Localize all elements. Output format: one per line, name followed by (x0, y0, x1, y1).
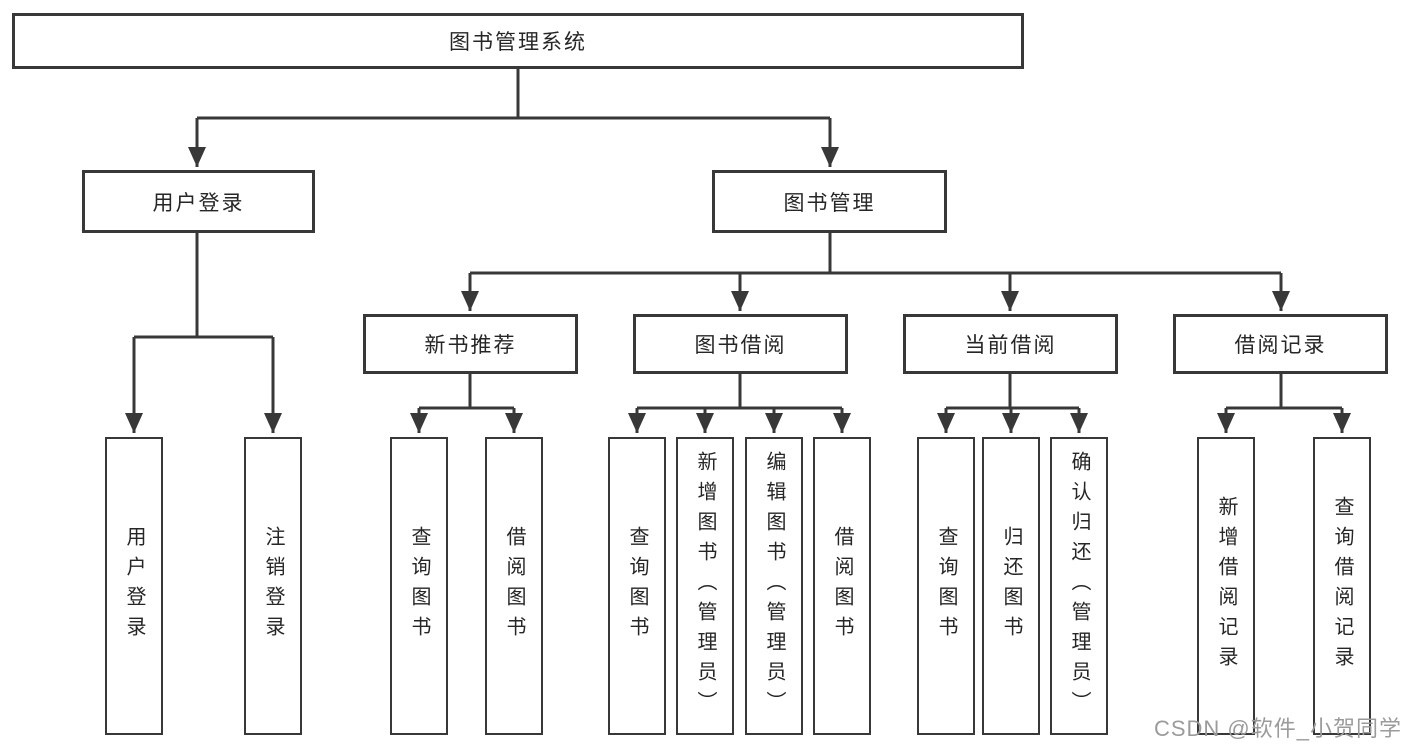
node-user-login: 用户登录 (82, 170, 315, 233)
node-user-login-label: 用户登录 (152, 191, 245, 215)
node-borrow-records-label: 借阅记录 (1234, 334, 1327, 357)
watermark: CSDN @软件_小贺同学 (1153, 716, 1402, 741)
node-book-borrow-label: 图书借阅 (694, 334, 787, 357)
leaf-bb-query-book: 查询图书 (608, 437, 666, 735)
leaf-cb-confirm-return-admin-label: 确认归还（管理员） (1068, 451, 1090, 721)
node-borrow-records: 借阅记录 (1173, 314, 1388, 374)
leaf-cb-return-book-label: 归还图书 (1000, 526, 1022, 646)
leaf-cb-query-book: 查询图书 (917, 437, 975, 735)
leaf-bb-add-book-admin: 新增图书（管理员） (676, 437, 734, 735)
leaf-rec-query-book: 查询图书 (390, 437, 448, 735)
leaf-bb-borrow-book-label: 借阅图书 (831, 526, 853, 646)
leaf-logout: 注销登录 (244, 437, 302, 735)
leaf-br-add-record: 新增借阅记录 (1197, 437, 1255, 735)
leaf-cb-confirm-return-admin: 确认归还（管理员） (1050, 437, 1108, 735)
leaf-rec-borrow-book: 借阅图书 (485, 437, 543, 735)
node-new-book-rec: 新书推荐 (363, 314, 578, 374)
leaf-br-query-record: 查询借阅记录 (1313, 437, 1371, 735)
leaf-bb-borrow-book: 借阅图书 (813, 437, 871, 735)
leaf-cb-return-book: 归还图书 (982, 437, 1040, 735)
node-book-borrow: 图书借阅 (633, 314, 848, 374)
leaf-rec-borrow-book-label: 借阅图书 (503, 526, 525, 646)
leaf-br-add-record-label: 新增借阅记录 (1215, 496, 1237, 676)
node-book-mgmt: 图书管理 (712, 170, 947, 233)
leaf-bb-edit-book-admin: 编辑图书（管理员） (745, 437, 803, 735)
leaf-bb-add-book-admin-label: 新增图书（管理员） (694, 451, 716, 721)
node-root-label: 图书管理系统 (449, 31, 587, 54)
leaf-logout-label: 注销登录 (262, 526, 284, 646)
node-root: 图书管理系统 (12, 13, 1024, 69)
node-current-borrow-label: 当前借阅 (964, 334, 1057, 357)
leaf-login: 用户登录 (105, 437, 163, 735)
node-new-book-rec-label: 新书推荐 (424, 334, 517, 357)
leaf-br-query-record-label: 查询借阅记录 (1331, 496, 1353, 676)
leaf-bb-query-book-label: 查询图书 (626, 526, 648, 646)
node-current-borrow: 当前借阅 (903, 314, 1118, 374)
leaf-bb-edit-book-admin-label: 编辑图书（管理员） (763, 451, 785, 721)
leaf-rec-query-book-label: 查询图书 (408, 526, 430, 646)
leaf-cb-query-book-label: 查询图书 (935, 526, 957, 646)
node-book-mgmt-label: 图书管理 (783, 191, 876, 215)
leaf-login-label: 用户登录 (123, 526, 145, 646)
